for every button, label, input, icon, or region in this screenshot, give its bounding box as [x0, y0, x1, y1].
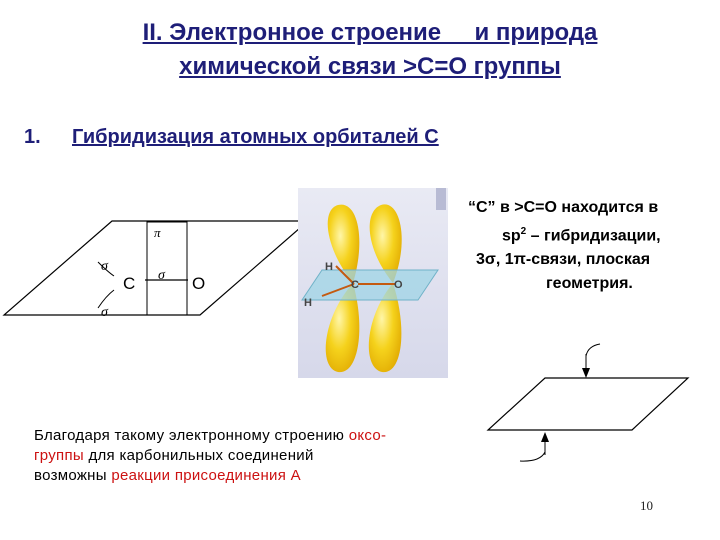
description-sp: sp — [502, 227, 521, 245]
description-line-2-rest: – гибридизации, — [526, 227, 661, 245]
pi-label: π — [154, 225, 161, 240]
description-line-4: геометрия. — [546, 275, 633, 293]
conclusion-line-2: группы для карбонильных соединений — [34, 446, 494, 466]
oxygen-label: O — [192, 274, 205, 293]
title-line-1: II. Электронное строение и природа — [142, 19, 598, 46]
pi-orbital-box — [146, 221, 188, 316]
sigma-bond-upper — [97, 261, 115, 277]
molecular-plane — [2, 220, 310, 316]
hybridization-description: “С” в >С=О находится в sp2 – гибридизаци… — [468, 196, 718, 296]
model-h-bottom: H — [304, 297, 312, 309]
group-highlight: группы — [34, 447, 84, 464]
conclusion-text-2: для карбонильных соединений — [83, 447, 314, 464]
carbon-label: C — [123, 274, 135, 293]
description-line-1: “С” в >С=О находится в — [468, 199, 659, 216]
pi-lobe-c-upper — [327, 204, 360, 283]
attack-arrow-top-curve — [585, 343, 601, 357]
model-corner-marker — [436, 188, 446, 210]
pi-lobe-o-lower — [368, 283, 402, 373]
page-number: 10 — [640, 498, 653, 513]
bond-h-bottom — [321, 283, 355, 297]
bond-h-top — [335, 265, 355, 285]
section-number: 1. — [24, 126, 41, 148]
model-h-top: H — [325, 261, 333, 273]
addition-reaction-highlight: реакции присоединения А — [111, 467, 301, 484]
description-line-3: 3σ, 1π-связи, плоская — [476, 251, 651, 269]
conclusion-line-3: возможны реакции присоединения А — [34, 466, 494, 486]
sigma-label-center: σ — [158, 268, 166, 283]
attack-arrow-top-head — [582, 368, 590, 378]
section-heading-text: Гибридизация атомных орбиталей С — [72, 126, 439, 148]
description-sp-superscript: 2 — [520, 226, 527, 237]
pi-lobe-o-upper — [369, 204, 402, 283]
model-o: O — [394, 279, 403, 291]
conclusion-text-1: Благодаря такому электронному строению — [34, 427, 349, 444]
description-line-2: sp2 – гибридизации, — [468, 220, 718, 248]
oxo-highlight: оксо- — [348, 427, 387, 444]
conclusion-text: Благодаря такому электронному строению о… — [34, 426, 494, 486]
conclusion-text-3: возможны — [34, 467, 112, 484]
sigma-bond-lower — [97, 289, 115, 309]
title-line-2: химической связи >C=O группы — [179, 53, 561, 80]
attack-arrow-bottom-curve — [519, 451, 546, 462]
conclusion-line-1: Благодаря такому электронному строению о… — [34, 426, 494, 446]
pi-lobe-c-lower — [325, 283, 360, 373]
attack-arrow-bottom-head — [541, 432, 549, 442]
page-title: II. Электронное строение и природа химич… — [60, 16, 680, 84]
sigma-label-top: σ — [101, 259, 109, 274]
model-c: C — [351, 279, 359, 291]
sigma-label-bottom: σ — [101, 305, 109, 320]
attack-plane — [486, 377, 690, 431]
